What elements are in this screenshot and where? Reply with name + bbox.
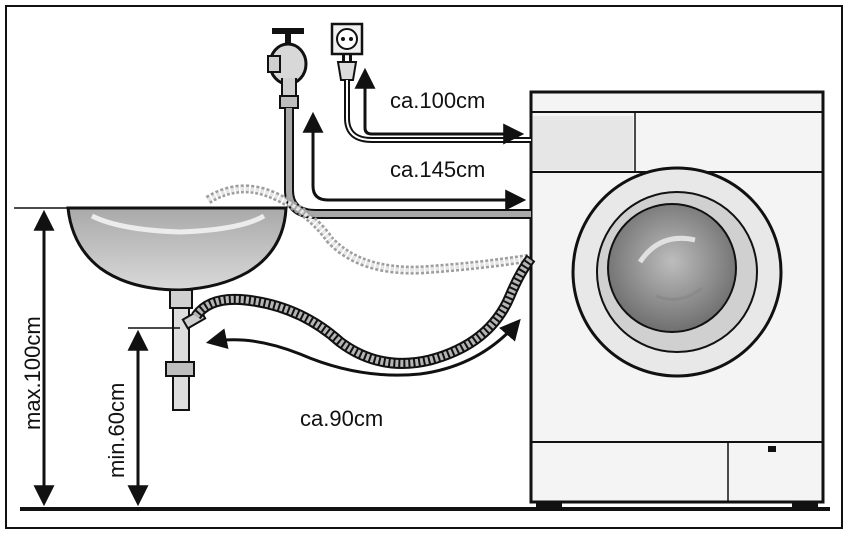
drain-hose-length-label: ca.90cm [300,406,383,431]
arrow-drain-hose [205,318,521,377]
washing-machine [529,90,825,509]
power-cord-length-label: ca.100cm [390,88,485,113]
max-height-label: max.100cm [20,316,45,430]
foot-left [536,502,562,509]
power-socket-icon [330,22,364,56]
arrow-power-cord-right [363,123,525,145]
min-height-label: min.60cm [104,383,129,478]
arrow-inlet-hose-right [311,185,527,211]
foot-right [792,502,818,509]
water-tap-icon [267,28,308,109]
inlet-hose-length-label: ca.145cm [390,157,485,182]
filter-cover-knob [768,446,776,452]
power-plug-icon [336,54,358,81]
detergent-drawer [533,116,633,170]
door-glass [607,203,737,333]
